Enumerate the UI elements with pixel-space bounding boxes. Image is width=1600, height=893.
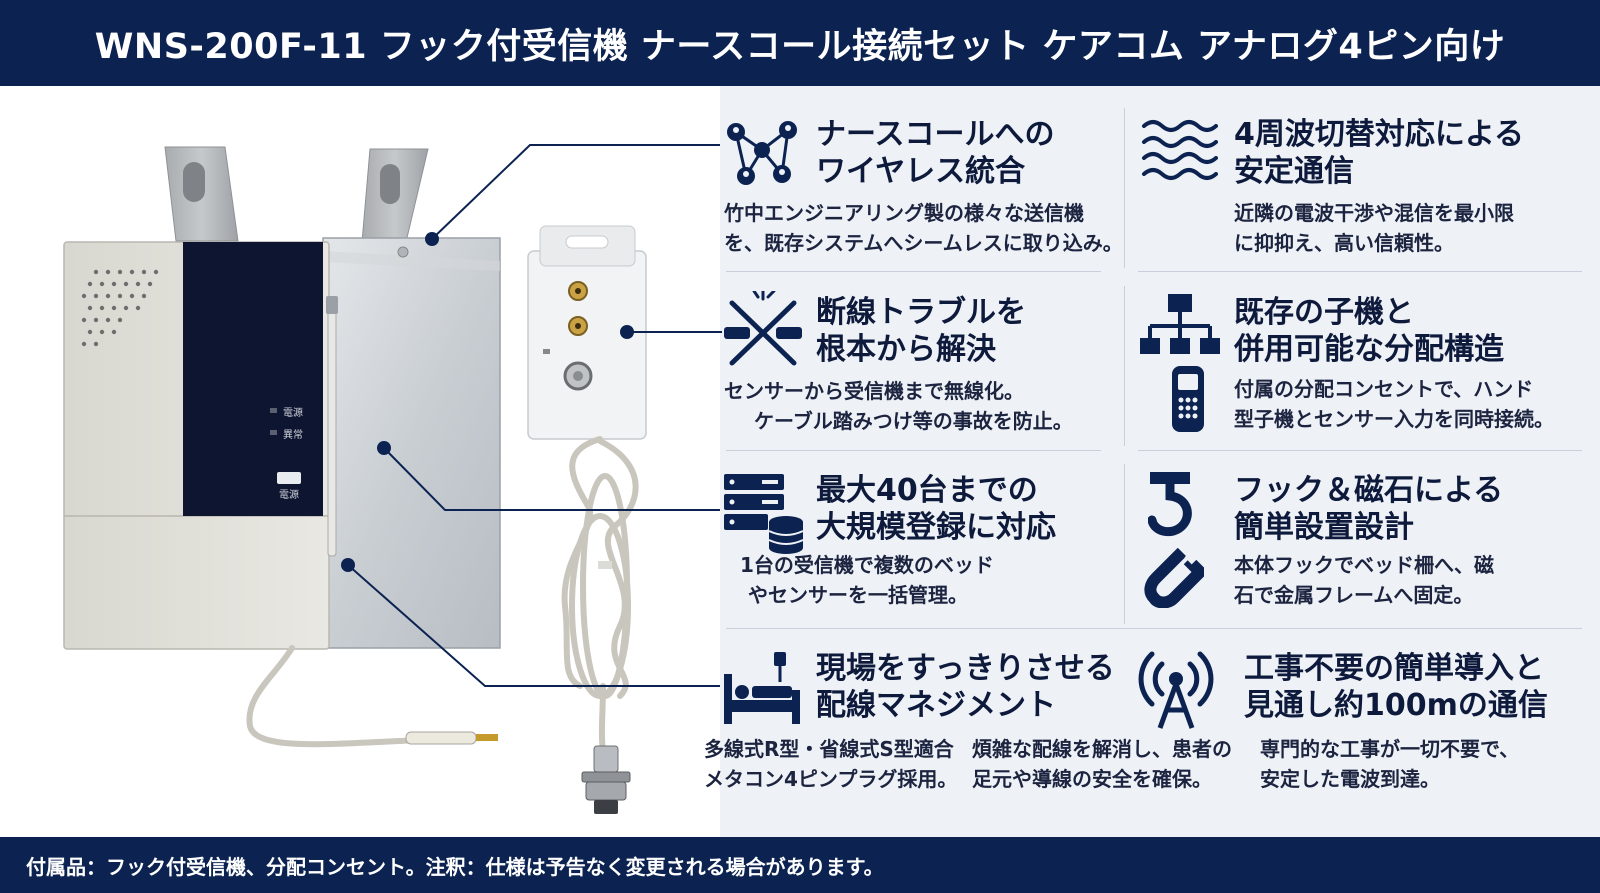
mounting-hook-right xyxy=(361,148,429,243)
desc-line: 1台の受信機で複数のベッド xyxy=(740,553,994,577)
desc-line: ケーブル踏みつけ等の事故を防止。 xyxy=(754,409,1073,433)
feature-description: 近隣の電波干渉や混信を最小限 に抑抑え、高い信頼性。 xyxy=(1234,198,1514,258)
title-line: 既存の子機と xyxy=(1234,295,1414,330)
title-line: 4周波切替対応による xyxy=(1234,117,1524,152)
desc-line: 付属の分配コンセントで、ハンド xyxy=(1234,377,1534,401)
product-photo: 電源 異常 電源 xyxy=(0,86,720,837)
title-line: ワイヤレス統合 xyxy=(816,154,1026,189)
title-line: 併用可能な分配構造 xyxy=(1234,332,1504,367)
note-connector-compat: 多線式R型・省線式S型適合 メタコン4ピンプラグ採用。 xyxy=(704,734,957,794)
led-label-abnormal: 異常 xyxy=(283,428,303,441)
note-no-construction: 専門的な工事が一切不要で、 安定した電波到達。 xyxy=(1260,734,1519,794)
title-line: 最大40台までの xyxy=(816,473,1038,508)
desc-line: 安定した電波到達。 xyxy=(1260,767,1440,791)
feature-description: 本体フックでベッド柵へ、磁 石で金属フレームへ固定。 xyxy=(1234,550,1494,610)
divider xyxy=(1124,286,1125,446)
hierarchy-icon xyxy=(1140,294,1220,354)
mounting-hook-left xyxy=(164,146,239,242)
desc-line: 多線式R型・省線式S型適合 xyxy=(704,737,954,761)
feature-description: 竹中エンジニアリング製の様々な送信機 を、既存システムへシームレスに取り込み。 xyxy=(724,198,1123,258)
header-banner: WNS-200F-11 フック付受信機 ナースコール接続セット ケアコム アナロ… xyxy=(0,0,1600,86)
footer-banner: 付属品：フック付受信機、分配コンセント。注釈：仕様は予告なく変更される場合があり… xyxy=(0,837,1600,893)
hook-icon xyxy=(1148,472,1192,537)
title-line: 根本から解決 xyxy=(816,332,996,367)
distribution-outlet xyxy=(527,225,647,440)
feature-panel: ナースコールへの ワイヤレス統合 竹中エンジニアリング製の様々な送信機 を、既存… xyxy=(704,86,1600,837)
led-label-power: 電源 xyxy=(283,406,303,419)
desc-line: 煩雑な配線を解消し、患者の xyxy=(972,737,1232,761)
desc-line: 専門的な工事が一切不要で、 xyxy=(1260,737,1520,761)
feature-title: 断線トラブルを 根本から解決 xyxy=(816,294,1026,368)
note-wiring-safety: 煩雑な配線を解消し、患者の 足元や導線の安全を確保。 xyxy=(972,734,1232,794)
hospital-bed-icon xyxy=(724,652,800,724)
divider xyxy=(1138,271,1582,272)
title-line: ナースコールへの xyxy=(816,117,1055,152)
title-line: 配線マネジメント xyxy=(816,688,1056,723)
feature-description: 1台の受信機で複数のベッド やセンサーを一括管理。 xyxy=(740,550,994,610)
feature-title: 最大40台までの 大規模登録に対応 xyxy=(816,472,1056,546)
feature-title: 工事不要の簡単導入と 見通し約100mの通信 xyxy=(1244,650,1548,724)
radio-waves-icon xyxy=(1142,120,1218,180)
four-pin-plug xyxy=(581,745,631,814)
desc-line: 本体フックでベッド柵へ、磁 xyxy=(1234,553,1494,577)
desc-line: 石で金属フレームへ固定。 xyxy=(1234,583,1474,607)
handset-icon xyxy=(1172,366,1204,432)
title-line: 見通し約100mの通信 xyxy=(1244,688,1548,723)
divider xyxy=(726,628,1582,629)
divider xyxy=(1138,450,1582,451)
footer-note: 付属品：フック付受信機、分配コンセント。注釈：仕様は予告なく変更される場合があり… xyxy=(26,854,884,879)
magnet-icon xyxy=(1144,548,1204,608)
feature-description: 付属の分配コンセントで、ハンド 型子機とセンサー入力を同時接続。 xyxy=(1234,374,1554,434)
feature-title: フック＆磁石による 簡単設置設計 xyxy=(1234,472,1503,546)
desc-line: 足元や導線の安全を確保。 xyxy=(972,767,1212,791)
desc-line: センサーから受信機まで無線化。 xyxy=(724,379,1024,403)
divider xyxy=(726,450,1101,451)
antenna-tower-icon xyxy=(1138,651,1214,729)
title-line: 簡単設置設計 xyxy=(1234,510,1414,545)
feature-description: センサーから受信機まで無線化。 ケーブル踏みつけ等の事故を防止。 xyxy=(724,376,1073,436)
feature-title: 現場をすっきりさせる 配線マネジメント xyxy=(816,650,1115,724)
front-panel xyxy=(183,242,323,516)
feature-title: ナースコールへの ワイヤレス統合 xyxy=(816,116,1055,190)
broken-cable-icon xyxy=(724,291,802,366)
divider xyxy=(1124,108,1125,268)
divider xyxy=(726,271,1101,272)
feature-title: 4周波切替対応による 安定通信 xyxy=(1234,116,1524,190)
server-database-icon xyxy=(724,474,804,554)
page-title: WNS-200F-11 フック付受信機 ナースコール接続セット ケアコム アナロ… xyxy=(94,26,1506,67)
outlet-cable xyxy=(561,436,639,761)
title-line: 現場をすっきりさせる xyxy=(816,651,1115,686)
desc-line: メタコン4ピンプラグ採用。 xyxy=(704,767,958,791)
power-button[interactable] xyxy=(277,472,301,484)
desc-line: 近隣の電波干渉や混信を最小限 xyxy=(1234,201,1514,225)
product-illustration: 電源 異常 電源 xyxy=(63,146,647,814)
desc-line: 竹中エンジニアリング製の様々な送信機 xyxy=(724,201,1084,225)
speaker-grille xyxy=(81,269,159,347)
divider xyxy=(1124,464,1125,624)
network-nodes-icon xyxy=(727,121,797,185)
title-line: 安定通信 xyxy=(1234,154,1354,189)
feature-title: 既存の子機と 併用可能な分配構造 xyxy=(1234,294,1504,368)
title-line: 断線トラブルを xyxy=(816,295,1026,330)
title-line: 大規模登録に対応 xyxy=(816,510,1056,545)
power-button-label: 電源 xyxy=(279,488,299,501)
title-line: フック＆磁石による xyxy=(1234,473,1504,508)
desc-line: 型子機とセンサー入力を同時接続。 xyxy=(1234,407,1554,431)
desc-line: やセンサーを一括管理。 xyxy=(748,583,968,607)
desc-line: に抑抑え、高い信頼性。 xyxy=(1234,231,1454,255)
title-line: 工事不要の簡単導入と xyxy=(1244,651,1544,686)
desc-line: を、既存システムへシームレスに取り込み。 xyxy=(724,231,1123,255)
